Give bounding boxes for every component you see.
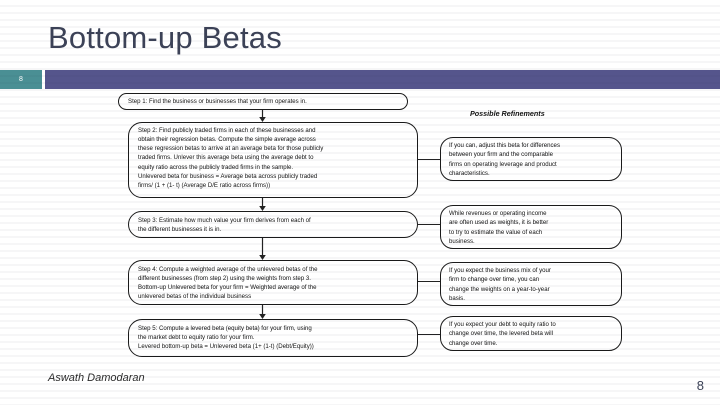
- arrow-step3-to-step4: [259, 238, 266, 260]
- step-1-line-1: Step 1: Find the business or businesses …: [128, 97, 307, 105]
- refinement-1-line-3: firms on operating leverage and product: [449, 160, 557, 168]
- refinement-2-line-3: to try to estimate the value of each: [449, 228, 543, 236]
- refinement-1-line-4: characteristics.: [449, 169, 490, 177]
- step-2-line-4: traded firms. Unlever this average beta …: [138, 154, 314, 162]
- step-5-box: Step 5: Compute a levered beta (equity b…: [128, 319, 418, 357]
- step-1-box: Step 1: Find the business or businesses …: [118, 93, 408, 110]
- refinement-3-line-2: firm to change over time, you can: [449, 276, 540, 284]
- refinement-3-line-4: basis.: [449, 294, 465, 302]
- header-accent-bar: [45, 70, 720, 89]
- step-2-line-5: equity ratio across the publicly traded …: [138, 163, 294, 171]
- slide-number-badge: 8: [0, 70, 42, 89]
- refinements-heading: Possible Refinements: [470, 109, 545, 118]
- refinement-3-line-1: If you expect the business mix of your: [449, 267, 551, 274]
- step-2-box: Step 2: Find publicly traded firms in ea…: [128, 122, 418, 198]
- step-2-line-6: Unlevered beta for business = Average be…: [138, 172, 318, 180]
- page-title: Bottom-up Betas: [48, 20, 282, 55]
- step-3-line-2: the different businesses it is in.: [138, 226, 222, 234]
- arrow-step2-to-step3: [259, 198, 266, 211]
- footer-page-number: 8: [696, 378, 704, 393]
- step-2-line-1: Step 2: Find publicly traded firms in ea…: [138, 127, 316, 134]
- step-4-box: Step 4: Compute a weighted average of th…: [128, 260, 418, 305]
- step-4-line-4: unlevered betas of the individual busine…: [138, 293, 252, 301]
- connector-step3-refinement2: [418, 224, 440, 225]
- footer-author: Aswath Damodaran: [48, 372, 145, 384]
- step-5-line-2: the market debt to equity ratio for your…: [138, 334, 255, 342]
- step-3-box: Step 3: Estimate how much value your fir…: [128, 211, 418, 238]
- refinement-4-line-3: change over time.: [449, 339, 498, 347]
- refinement-2-box: While revenues or operating income are o…: [440, 205, 622, 249]
- step-4-line-1: Step 4: Compute a weighted average of th…: [138, 266, 318, 273]
- step-5-line-3: Levered bottom-up beta = Unlevered beta …: [138, 343, 314, 351]
- step-2-line-2: obtain their regression betas. Compute t…: [138, 136, 316, 144]
- connector-step4-refinement3: [418, 281, 440, 282]
- bottom-up-beta-flowchart: Possible Refinements Step 1: Find the bu…: [0, 89, 720, 367]
- refinement-3-line-3: change the weights on a year-to-year: [449, 285, 550, 293]
- arrow-step1-to-step2: [259, 110, 266, 122]
- refinement-1-line-2: between your firm and the comparable: [449, 151, 553, 159]
- refinement-1-line-1: If you can, adjust this beta for differe…: [449, 142, 560, 149]
- refinement-4-line-1: If you expect your debt to equity ratio …: [449, 321, 556, 328]
- refinement-3-box: If you expect the business mix of your f…: [440, 262, 622, 306]
- refinement-2-line-4: business.: [449, 237, 475, 245]
- step-4-line-2: different businesses (from step 2) using…: [138, 275, 311, 283]
- connector-step5-refinement4: [418, 334, 440, 335]
- refinement-4-line-2: change over time, the levered beta will: [449, 330, 553, 338]
- refinement-4-box: If you expect your debt to equity ratio …: [440, 316, 622, 351]
- slide-header-bar: 8: [0, 70, 720, 89]
- arrow-step4-to-step5: [259, 305, 266, 319]
- refinement-1-box: If you can, adjust this beta for differe…: [440, 137, 622, 181]
- step-3-line-1: Step 3: Estimate how much value your fir…: [138, 217, 311, 224]
- connector-step2-refinement1: [418, 159, 440, 160]
- step-5-line-1: Step 5: Compute a levered beta (equity b…: [138, 325, 312, 332]
- step-2-line-3: these regression betas to arrive at an a…: [138, 145, 324, 153]
- refinement-2-line-2: are often used as weights, it is better: [449, 219, 549, 227]
- refinement-2-line-1: While revenues or operating income: [449, 210, 547, 217]
- step-2-line-7: firms/ (1 + (1- t) (Average D/E ratio ac…: [138, 181, 271, 189]
- step-4-line-3: Bottom-up Unlevered beta for your firm =…: [138, 284, 317, 292]
